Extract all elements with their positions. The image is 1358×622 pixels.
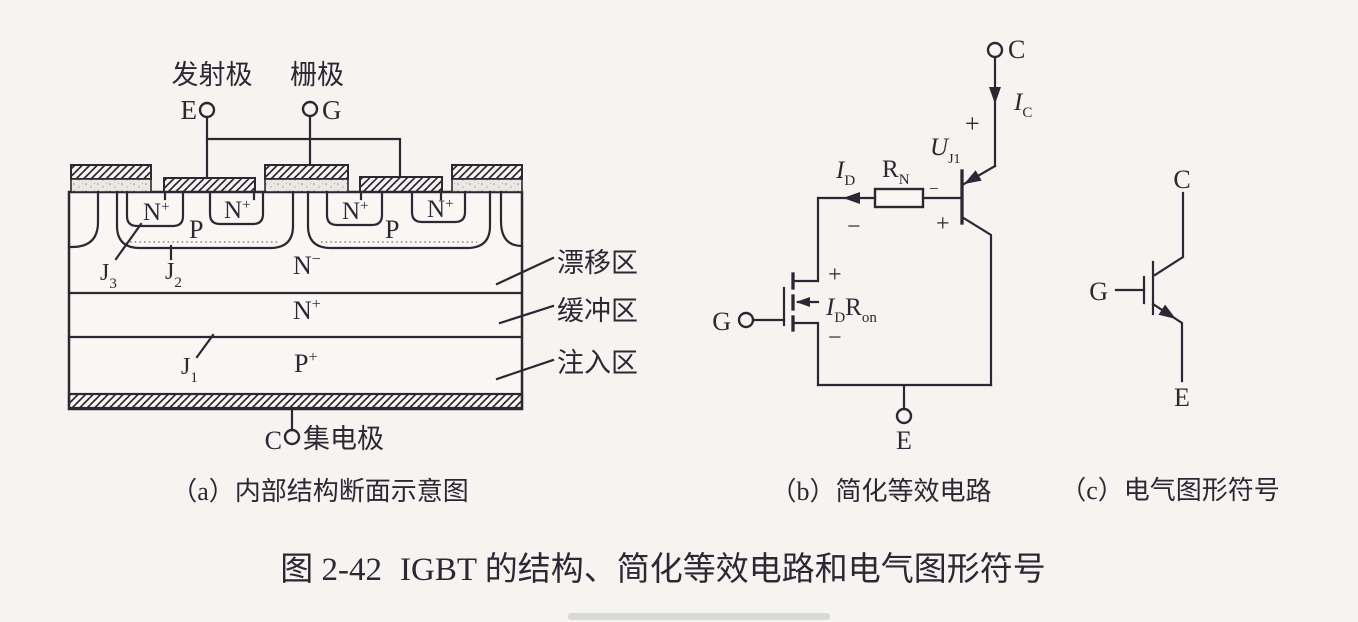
circuit-terminal-e-node [895, 407, 913, 425]
leader-line-j1 [195, 333, 215, 359]
contact-ticks [163, 190, 443, 201]
circuit-terminal-g-node [737, 311, 755, 329]
nplus-region-2 [208, 190, 265, 226]
rn-label: RN [882, 156, 910, 188]
rn-minus-sign: − [847, 214, 861, 240]
nplus-label-2: N+ [224, 197, 251, 224]
caption-panel-c: （c）电气图形符号 [1060, 476, 1280, 505]
mosfet-body-arrow [796, 297, 810, 307]
leader-line-injection [495, 358, 555, 381]
panel-b-equivalent-circuit: C IC + UJ1 − + RN ID − G + IDRon [712, 35, 1032, 506]
symbol-emitter-arrow [1158, 304, 1176, 319]
p-label-right: P [385, 215, 399, 244]
nplus-label-3: N+ [342, 198, 369, 225]
circuit-terminal-g-label: G [712, 307, 731, 336]
emitter-electrode-label: 发射极 [172, 60, 253, 90]
nplus-region-4 [410, 190, 467, 224]
silicon-body [67, 190, 524, 411]
gate-poly-right-oxide [451, 178, 523, 193]
p-label-left: P [189, 215, 203, 244]
gate-electrode-label: 栅极 [290, 60, 344, 90]
id-label: ID [835, 157, 855, 189]
symbol-terminal-c-label: C [1173, 165, 1190, 194]
symbol-terminal-e-label: E [1174, 383, 1190, 412]
mosfet-drain-wire [791, 196, 820, 283]
nminus-label: N− [293, 251, 321, 280]
leader-line-buffer [498, 304, 555, 325]
nplus-label-1: N+ [143, 199, 170, 226]
idron-plus-sign: + [828, 262, 842, 288]
nbuffer-label: N+ [293, 296, 321, 325]
terminal-e-label: E [181, 95, 198, 125]
circuit-terminal-c-label: C [1008, 35, 1025, 64]
pnp-collector-line [960, 215, 993, 387]
p-well-right [306, 190, 492, 250]
ic-label: IC [1013, 89, 1032, 121]
scan-artifact [568, 613, 830, 620]
junction-j1-label: J1 [181, 354, 198, 386]
gate-poly-center-hatch [264, 164, 349, 180]
pnp-emitter-arrow [964, 170, 982, 184]
junction-j2-label: J2 [165, 259, 182, 291]
junction-j3-label: J3 [100, 260, 117, 292]
leader-line-drift [495, 256, 555, 286]
symbol-collector-line [1153, 191, 1185, 277]
uj1-plus-sign: + [965, 109, 980, 138]
emitter-metal-left [163, 177, 256, 193]
collector-metallization [67, 392, 524, 410]
nplus-region-1 [125, 190, 185, 228]
rn-plus-sign: + [936, 211, 950, 237]
surface-metallization [70, 164, 523, 201]
caption-panel-b: （b）简化等效电路 [770, 477, 991, 506]
p-well-left [115, 190, 295, 250]
panel-c-symbol: C G E （c）电气图形符号 [1060, 165, 1280, 505]
terminal-c-node [283, 428, 301, 446]
collector-electrode-label: 集电极 [303, 424, 384, 454]
idron-label: IDRon [825, 294, 877, 326]
symbol-terminal-g-label: G [1089, 277, 1108, 306]
nplus-label-4: N+ [427, 196, 454, 223]
caption-panel-a: （a）内部结构断面示意图 [171, 477, 469, 506]
idron-minus-sign: − [828, 325, 842, 351]
emitter-link-wire [205, 137, 402, 179]
terminal-g-node [301, 100, 319, 118]
terminal-e-node [198, 101, 216, 119]
buffer-region-label: 缓冲区 [557, 296, 638, 326]
edge-well-right [499, 190, 524, 248]
panel-a-structure: 发射极 栅极 E G [67, 60, 638, 506]
ic-arrow [989, 87, 1001, 104]
uj1-minus-sign: − [929, 179, 939, 198]
uj1-label: UJ1 [930, 134, 961, 167]
mosfet-source-wire [791, 321, 820, 387]
nplus-region-3 [325, 190, 384, 227]
injection-region-label: 注入区 [557, 348, 638, 378]
id-arrow [843, 192, 860, 204]
gate-poly-right-hatch [451, 164, 523, 180]
circuit-terminal-e-label: E [896, 426, 912, 455]
terminal-c-label: C [265, 426, 282, 455]
gate-poly-left-oxide [70, 178, 152, 193]
gate-poly-left-hatch [70, 164, 152, 180]
emitter-metal-right [359, 176, 443, 193]
circuit-terminal-c-node [986, 41, 1004, 59]
terminal-g-label: G [322, 95, 342, 125]
pplus-label: P+ [294, 349, 318, 378]
rn-resistor [873, 187, 925, 209]
edge-well-left [67, 190, 100, 249]
leader-line-j3 [114, 222, 143, 261]
gate-poly-center-oxide [264, 178, 349, 193]
drift-region-label: 漂移区 [557, 248, 638, 278]
